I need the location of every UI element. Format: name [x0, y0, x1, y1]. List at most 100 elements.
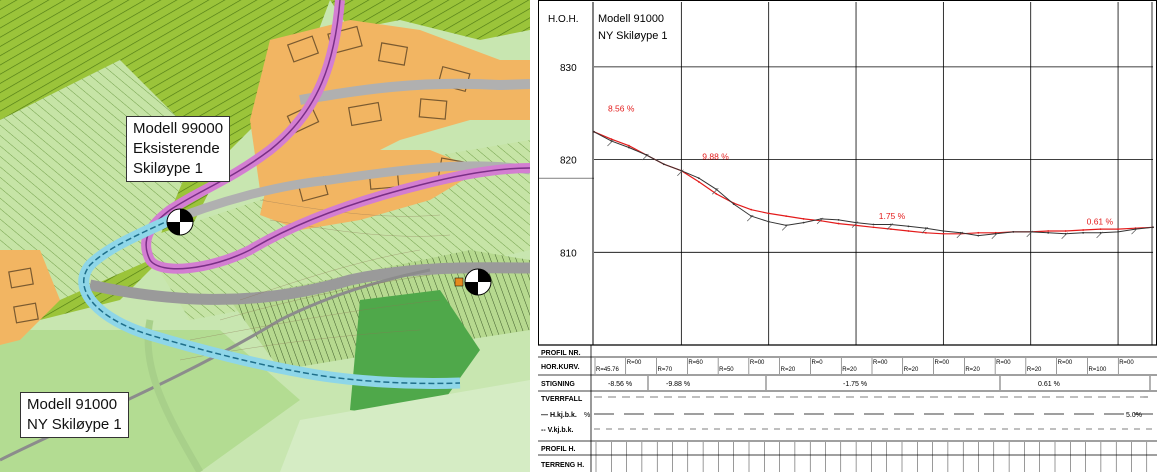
terrain-hatch: [1131, 227, 1138, 235]
stigning-value: -8.56 %: [608, 381, 632, 388]
terrain-hatch: [712, 188, 719, 195]
design-point: [610, 138, 613, 141]
tverrfall-hk-value: %: [584, 412, 590, 419]
terrain-point: [1117, 231, 1119, 233]
design-point: [942, 232, 945, 235]
terrain-hatch: [1026, 230, 1033, 238]
terrain-hatch: [886, 223, 894, 230]
hor-kurv-entry: R=00: [996, 360, 1011, 366]
terrain-point: [697, 177, 700, 180]
terrain-hatch: [642, 153, 649, 161]
residential-zone-north: [250, 20, 530, 190]
terrain-point: [1152, 226, 1154, 229]
hor-kurv-entry: R=20: [965, 367, 980, 373]
terrain-point: [872, 223, 875, 226]
new-ski-trail-centerline: [83, 214, 461, 385]
terrain-hatch: [746, 214, 754, 222]
terrain-point: [907, 225, 910, 228]
hor-kurv-entry: R=20: [842, 367, 857, 373]
hor-kurv-entry: R=20: [1027, 367, 1042, 373]
hor-kurv-entry: R=70: [658, 367, 673, 373]
new-trail-label-line2: NY Skiløype 1: [27, 416, 122, 433]
y-tick-label: 810: [560, 248, 577, 259]
model-description: NY Skiløype 1: [598, 30, 668, 42]
profile-panel: 0501001502002503003830820810 H.O.H. Mode…: [538, 0, 1157, 472]
design-point: [750, 208, 753, 211]
profile-band-values: R=45.76R=00R=70R=60R=50R=00R=20R=0R=20R=…: [594, 358, 1151, 472]
hor-kurv-entry: R=20: [781, 367, 796, 373]
design-point: [628, 144, 630, 147]
hoh-label: H.O.H.: [548, 14, 579, 25]
terrain-hatch: [991, 232, 999, 240]
profile-axes: 0501001502002503003830820810: [560, 63, 1154, 359]
design-point: [785, 215, 788, 218]
terrain-hatch: [607, 139, 614, 147]
terrain-point: [593, 130, 595, 133]
tverrfall-right-value: 5.0%: [1126, 412, 1142, 419]
existing-ski-trail-centerline: [145, 0, 530, 270]
existing-trail-label-line2: Eksisterende: [133, 140, 220, 157]
open-field: [280, 380, 530, 472]
terrain-point: [942, 230, 945, 232]
hor-kurv-entry: R=20: [904, 367, 919, 373]
y-tick-label: 820: [560, 156, 577, 167]
terrain-point: [732, 203, 735, 205]
grade-labels: 8.56 %9.88 %1.75 %0.61 %: [608, 103, 1114, 226]
station-marker: [454, 277, 464, 287]
band-profil-nr: PROFIL NR.: [541, 350, 581, 357]
stigning-value: 0.61 %: [1038, 381, 1060, 388]
map-panel: Modell 99000 Eksisterende Skiløype 1 Mod…: [0, 0, 530, 472]
road-mid: [158, 161, 530, 230]
terrain-hatch: [677, 169, 684, 176]
band-stigning: STIGNING: [541, 381, 575, 388]
grade-label: 9.88 %: [702, 152, 729, 162]
hor-kurv-entry: R=60: [688, 360, 703, 366]
terrain-point: [802, 221, 805, 224]
design-point: [802, 218, 805, 220]
terrain-point: [837, 218, 840, 221]
design-point: [1117, 228, 1119, 231]
design-point: [1099, 228, 1102, 231]
terrain-point: [1082, 231, 1085, 234]
terrain-hatch: [1096, 231, 1103, 239]
hor-kurv-entry: R=00: [1058, 360, 1073, 366]
hor-kurv-entry: R=00: [1119, 360, 1134, 366]
band-profil-h: PROFIL H.: [541, 446, 576, 453]
design-profile-line: [593, 131, 1154, 235]
new-trail-label: Modell 91000 NY Skiløype 1: [20, 392, 129, 438]
terrain-point: [628, 146, 630, 149]
band-vkj: -- V.kj.b.k.: [541, 427, 573, 434]
band-tverrfall: TVERRFALL: [541, 396, 583, 403]
forest-zone-top: [330, 0, 530, 40]
design-point: [1082, 229, 1085, 231]
road-north: [299, 78, 530, 105]
design-point: [855, 224, 857, 227]
band-terreng-h: TERRENG H.: [541, 462, 584, 469]
design-point: [715, 192, 718, 195]
y-tick-label: 830: [560, 63, 577, 74]
terrain-hatch: [781, 224, 789, 231]
new-trail-label-line1: Modell 91000: [27, 396, 118, 413]
hor-kurv-entry: R=00: [750, 360, 765, 366]
road-lower: [88, 262, 530, 305]
design-point: [872, 226, 875, 229]
terrain-profile-line: [593, 131, 1154, 237]
model-number: Modell 91000: [598, 13, 664, 25]
terrain-point: [977, 234, 980, 237]
terrain-point: [1012, 231, 1015, 233]
survey-marker-east: [464, 268, 492, 296]
design-point: [925, 231, 927, 234]
grade-label: 1.75 %: [879, 211, 906, 221]
survey-marker-north: [166, 208, 194, 236]
grade-label: 8.56 %: [608, 103, 635, 113]
design-point: [697, 180, 700, 183]
terrain-hatch: [956, 231, 964, 239]
hor-kurv-entry: R=50: [719, 367, 734, 373]
design-point: [837, 222, 840, 225]
existing-trail-label: Modell 99000 Eksisterende Skiløype 1: [126, 116, 231, 182]
hor-kurv-entry: R=00: [873, 360, 888, 366]
terrain-hatch: [851, 221, 859, 228]
design-point: [1064, 230, 1067, 232]
design-point: [767, 212, 770, 215]
profile-series: [593, 130, 1154, 240]
